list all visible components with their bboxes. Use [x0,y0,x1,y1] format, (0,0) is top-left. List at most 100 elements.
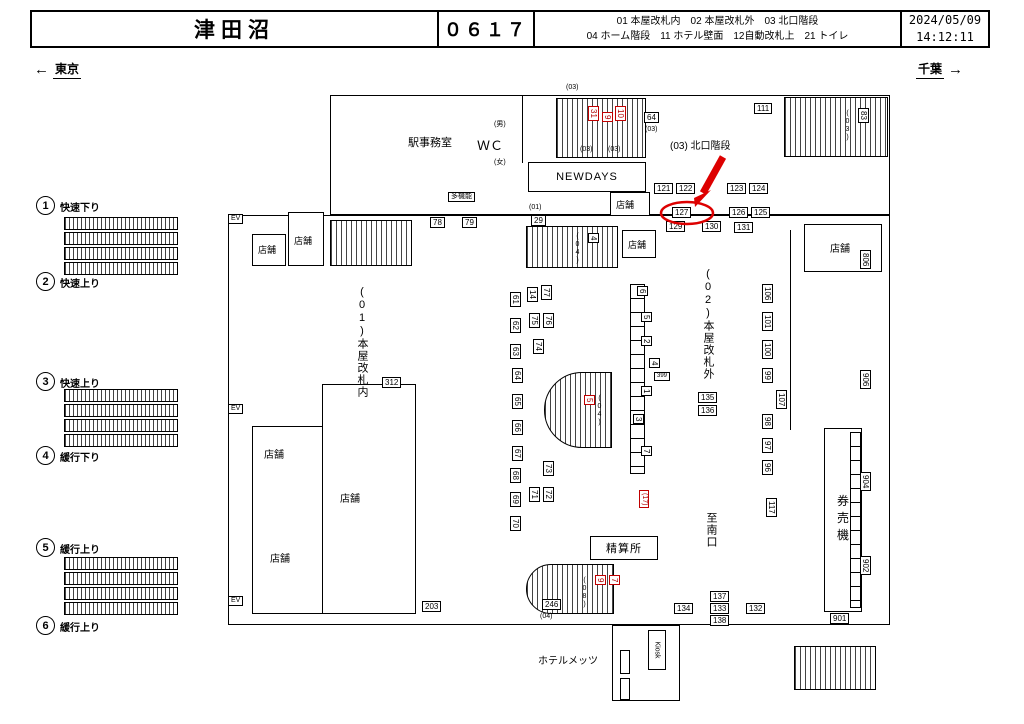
map-tag: 97 [762,438,774,453]
map-tag: 117 [766,498,778,517]
map-label: 店舗 [294,236,313,246]
station-code: ０６１７ [437,12,533,46]
map-tag: 62 [510,318,522,333]
map-tag: 127 [672,207,692,219]
station-name: 津田沼 [194,19,275,42]
platform-label: 快速上り [60,379,100,390]
wall-right-corridor [790,230,791,430]
map-tag: (17) [639,490,650,509]
map-tag: 806 [860,250,872,270]
map-tag: 77 [541,285,553,300]
platform-strip [64,587,178,600]
map-tag: 9 [602,112,614,123]
map-tag: 31 [588,106,600,121]
left-arrow-icon: ← [34,61,49,78]
stairs-south-fan [526,564,614,614]
map-label: (04) [596,395,603,427]
map-tag: EV [228,214,244,225]
platform-strip [64,262,178,275]
legend-line-1: 01 本屋改札内 02 本屋改札外 03 北口階段 [616,16,819,27]
platform-label: 快速上り [60,279,100,290]
map-tag: 100 [762,340,774,360]
map-tag: 203 [422,601,442,613]
direction-chiba: 千葉 → [916,61,964,79]
platform-label: 緩行下り [60,453,100,464]
shop-box-c [610,192,650,216]
shop-box-g [622,230,656,258]
kiosk: Kiosk [648,630,666,670]
map-label: (01) [529,204,542,211]
platform-label: 緩行上り [60,623,100,634]
platform-number: 6 [36,616,55,635]
map-tag: 79 [462,217,477,229]
newdays-label: NEWDAYS [556,171,618,183]
header-bar: 津田沼 ０６１７ 01 本屋改札内 02 本屋改札外 03 北口階段 04 ホー… [30,10,990,48]
map-label: (08) [581,577,588,609]
map-label: 至南口 [705,512,717,548]
map-label: (02)本屋改札外 [702,268,714,380]
wall-wc [522,95,523,163]
map-label: ＷＣ [477,138,504,153]
map-tag: 4 [588,233,600,244]
map-tag: 76 [543,313,555,328]
map-tag: 5 [641,312,653,323]
stairs-central-fan [544,372,612,448]
map-label: 店舗 [340,494,360,505]
map-tag: 124 [749,183,769,195]
map-label: (04) [574,233,581,265]
map-label: 店舗 [616,200,635,210]
map-tag: 75 [529,313,541,328]
stairs-west [330,220,412,266]
platform-number: 5 [36,538,55,557]
map-tag: 7 [609,575,621,586]
map-tag: 64 [644,112,659,124]
map-tag: 65 [512,394,524,409]
stairs-newdays [526,226,618,268]
small-booth-1 [620,650,630,674]
map-label: 店舗 [628,240,647,250]
map-tag: 72 [543,487,555,502]
map-tag: 134 [674,603,694,615]
map-label: (03) [645,126,658,133]
small-booth-2 [620,678,630,700]
map-tag: 83 [858,108,870,123]
shop-block-center [322,384,416,614]
map-tag: 399 [654,372,671,381]
platform-strip [64,434,178,447]
map-label: 店舗 [270,554,290,565]
platform-strip [64,389,178,402]
map-tag: 906 [860,370,872,390]
platform-strip [64,217,178,230]
platform-strip [64,419,178,432]
map-label: 店舗 [258,245,277,255]
map-tag: 68 [510,468,522,483]
platform-number: 4 [36,446,55,465]
shop-box-a [252,234,286,266]
map-tag: 131 [734,222,754,234]
map-tag: 4 [649,358,661,369]
map-tag: 122 [676,183,696,195]
map-tag: 10 [615,106,627,121]
map-tag: 66 [512,420,524,435]
map-label: (01)本屋改札内 [356,286,368,398]
map-tag: 312 [382,377,402,389]
time: 14:12:11 [916,30,974,44]
ticket-machine-label: 券売機 [835,494,850,546]
map-tag: 133 [710,603,730,615]
map-label: (女) [494,159,506,166]
map-tag: 132 [746,603,766,615]
map-tag: 5 [584,395,596,406]
fare-adjustment-office: 精算所 [590,536,658,560]
map-tag: EV [228,596,244,607]
map-label: (03) [580,146,593,153]
map-tag: 73 [543,461,555,476]
platform-strip [64,602,178,615]
platform-number: 3 [36,372,55,391]
map-tag: 135 [698,392,718,404]
map-tag: 136 [698,405,718,417]
map-tag: 61 [510,292,522,307]
map-tag: EV [228,404,244,415]
map-tag: 14 [527,287,539,302]
map-tag: 106 [762,284,774,304]
map-label: 店舗 [830,244,850,255]
